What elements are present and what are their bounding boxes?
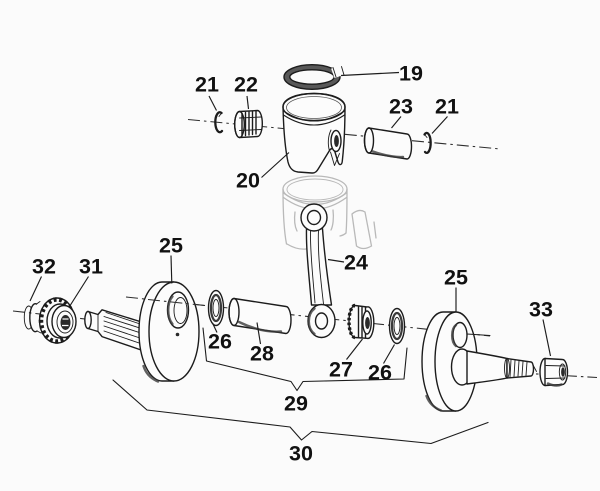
crank-pin: [228, 297, 292, 335]
callout-23: 23: [389, 95, 413, 119]
circlip-left: [214, 111, 224, 134]
bracket-crankshaft-assembly: [112, 379, 489, 445]
thrust-washer-right: [388, 307, 406, 345]
bracket-rod-kit: [202, 327, 408, 392]
callout-21-left: 21: [195, 73, 219, 97]
callout-25-left: 25: [159, 234, 183, 258]
leader-lines: [29, 71, 552, 364]
crank-web-left: [138, 281, 206, 383]
callout-32: 32: [32, 255, 56, 279]
primary-drive-gear: [38, 297, 77, 344]
piston: [282, 92, 346, 174]
callout-25-right: 25: [444, 266, 468, 290]
callout-20: 20: [236, 169, 260, 193]
callout-24: 24: [344, 251, 368, 275]
big-end-bearing: [347, 303, 375, 340]
lock-washer: [23, 301, 42, 334]
callout-26-right: 26: [368, 361, 392, 385]
small-end-bearing: [233, 109, 263, 139]
crankshaft-taper: [466, 350, 537, 385]
callouts: 21 22 19 23 21 20 24 25 32 31 25 33 26 2…: [32, 62, 553, 466]
thrust-washer-left: [207, 289, 225, 327]
circlip-right: [423, 131, 432, 155]
connecting-rod: [300, 203, 336, 339]
callout-26-left: 26: [208, 330, 232, 354]
callout-30: 30: [289, 442, 313, 466]
callout-21-right: 21: [435, 95, 459, 119]
callout-33: 33: [529, 298, 553, 322]
piston-ghost-outline: [282, 175, 377, 250]
callout-22: 22: [234, 73, 258, 97]
callout-28: 28: [250, 342, 274, 366]
callout-31: 31: [79, 255, 103, 279]
callout-27: 27: [329, 358, 353, 382]
piston-ring: [283, 63, 345, 90]
callout-19: 19: [399, 62, 423, 86]
wrist-pin: [363, 127, 413, 160]
callout-29: 29: [284, 392, 308, 416]
crank-nut: [539, 357, 569, 387]
crank-web-right: [421, 311, 491, 412]
